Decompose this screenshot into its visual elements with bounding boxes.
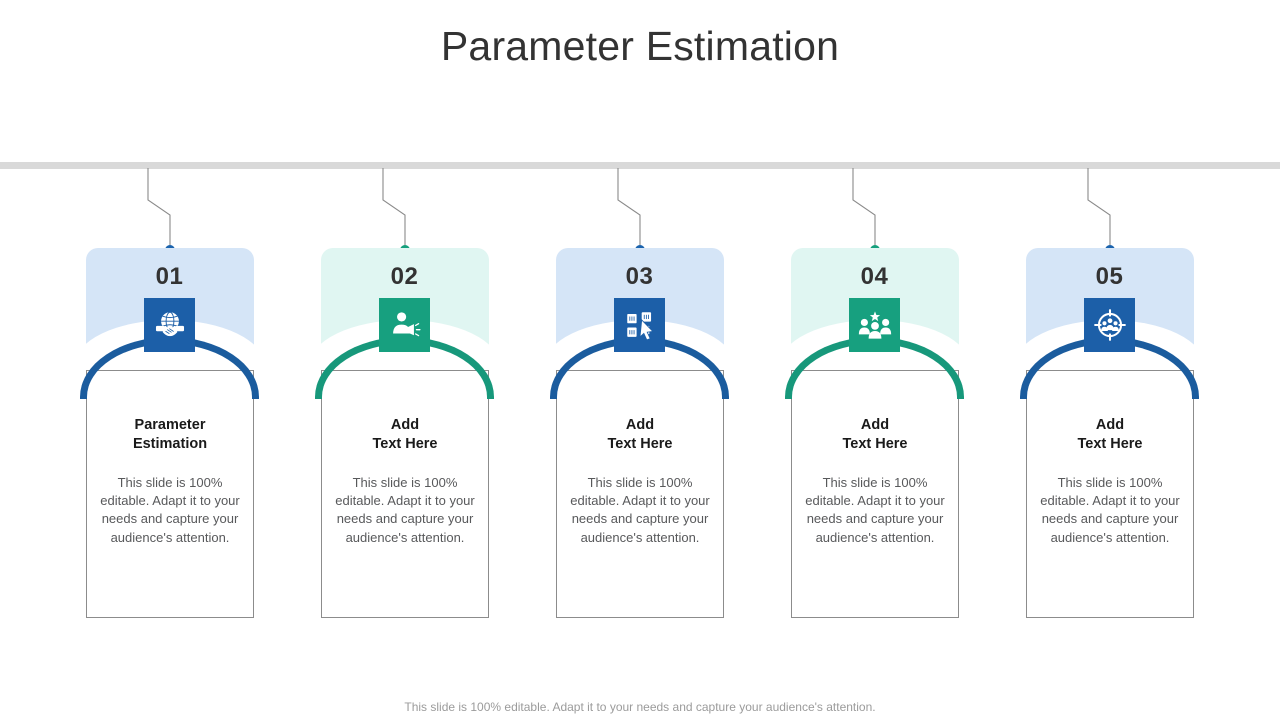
card-body: Parameter Estimation This slide is 100% … (86, 370, 254, 618)
card-text: This slide is 100% editable. Adapt it to… (100, 475, 240, 545)
step-card-05[interactable]: 05 Add Text Here This sl (1014, 245, 1205, 620)
person-megaphone-icon (379, 298, 430, 352)
card-body: Add Text Here This slide is 100% editabl… (1026, 370, 1194, 618)
card-body: Add Text Here This slide is 100% editabl… (556, 370, 724, 618)
card-number: 01 (155, 263, 184, 290)
card-number: 04 (860, 263, 889, 290)
cards-cursor-icon (614, 298, 665, 352)
step-card-03[interactable]: 03 (544, 245, 735, 620)
step-card-04[interactable]: 04 Add Text Here This slide is 100% edit… (779, 245, 970, 620)
card-heading: Add Text Here (607, 417, 673, 452)
card-heading: Add Text Here (1077, 417, 1143, 452)
card-heading: Parameter Estimation (132, 417, 208, 452)
card-number: 02 (390, 263, 419, 290)
team-group-icon (849, 298, 900, 352)
globe-handshake-icon (144, 298, 195, 352)
card-body: Add Text Here This slide is 100% editabl… (791, 370, 959, 618)
footer-note: This slide is 100% editable. Adapt it to… (404, 700, 876, 714)
card-text: This slide is 100% editable. Adapt it to… (335, 475, 475, 545)
target-people-icon (1084, 298, 1135, 352)
card-text: This slide is 100% editable. Adapt it to… (1040, 475, 1180, 545)
card-number: 03 (625, 263, 654, 290)
step-card-02[interactable]: 02 Add Text Here This slide is 100% edit… (309, 245, 500, 620)
card-text: This slide is 100% editable. Adapt it to… (570, 475, 710, 545)
header-divider-bar (0, 162, 1280, 169)
card-heading: Add Text Here (372, 417, 438, 452)
card-text: This slide is 100% editable. Adapt it to… (805, 475, 945, 545)
page-title: Parameter Estimation (440, 23, 840, 69)
cards-row: 01 Par (0, 245, 1280, 625)
card-number: 05 (1095, 263, 1124, 290)
card-heading: Add Text Here (842, 417, 908, 452)
card-body: Add Text Here This slide is 100% editabl… (321, 370, 489, 618)
step-card-01[interactable]: 01 Par (74, 245, 265, 620)
